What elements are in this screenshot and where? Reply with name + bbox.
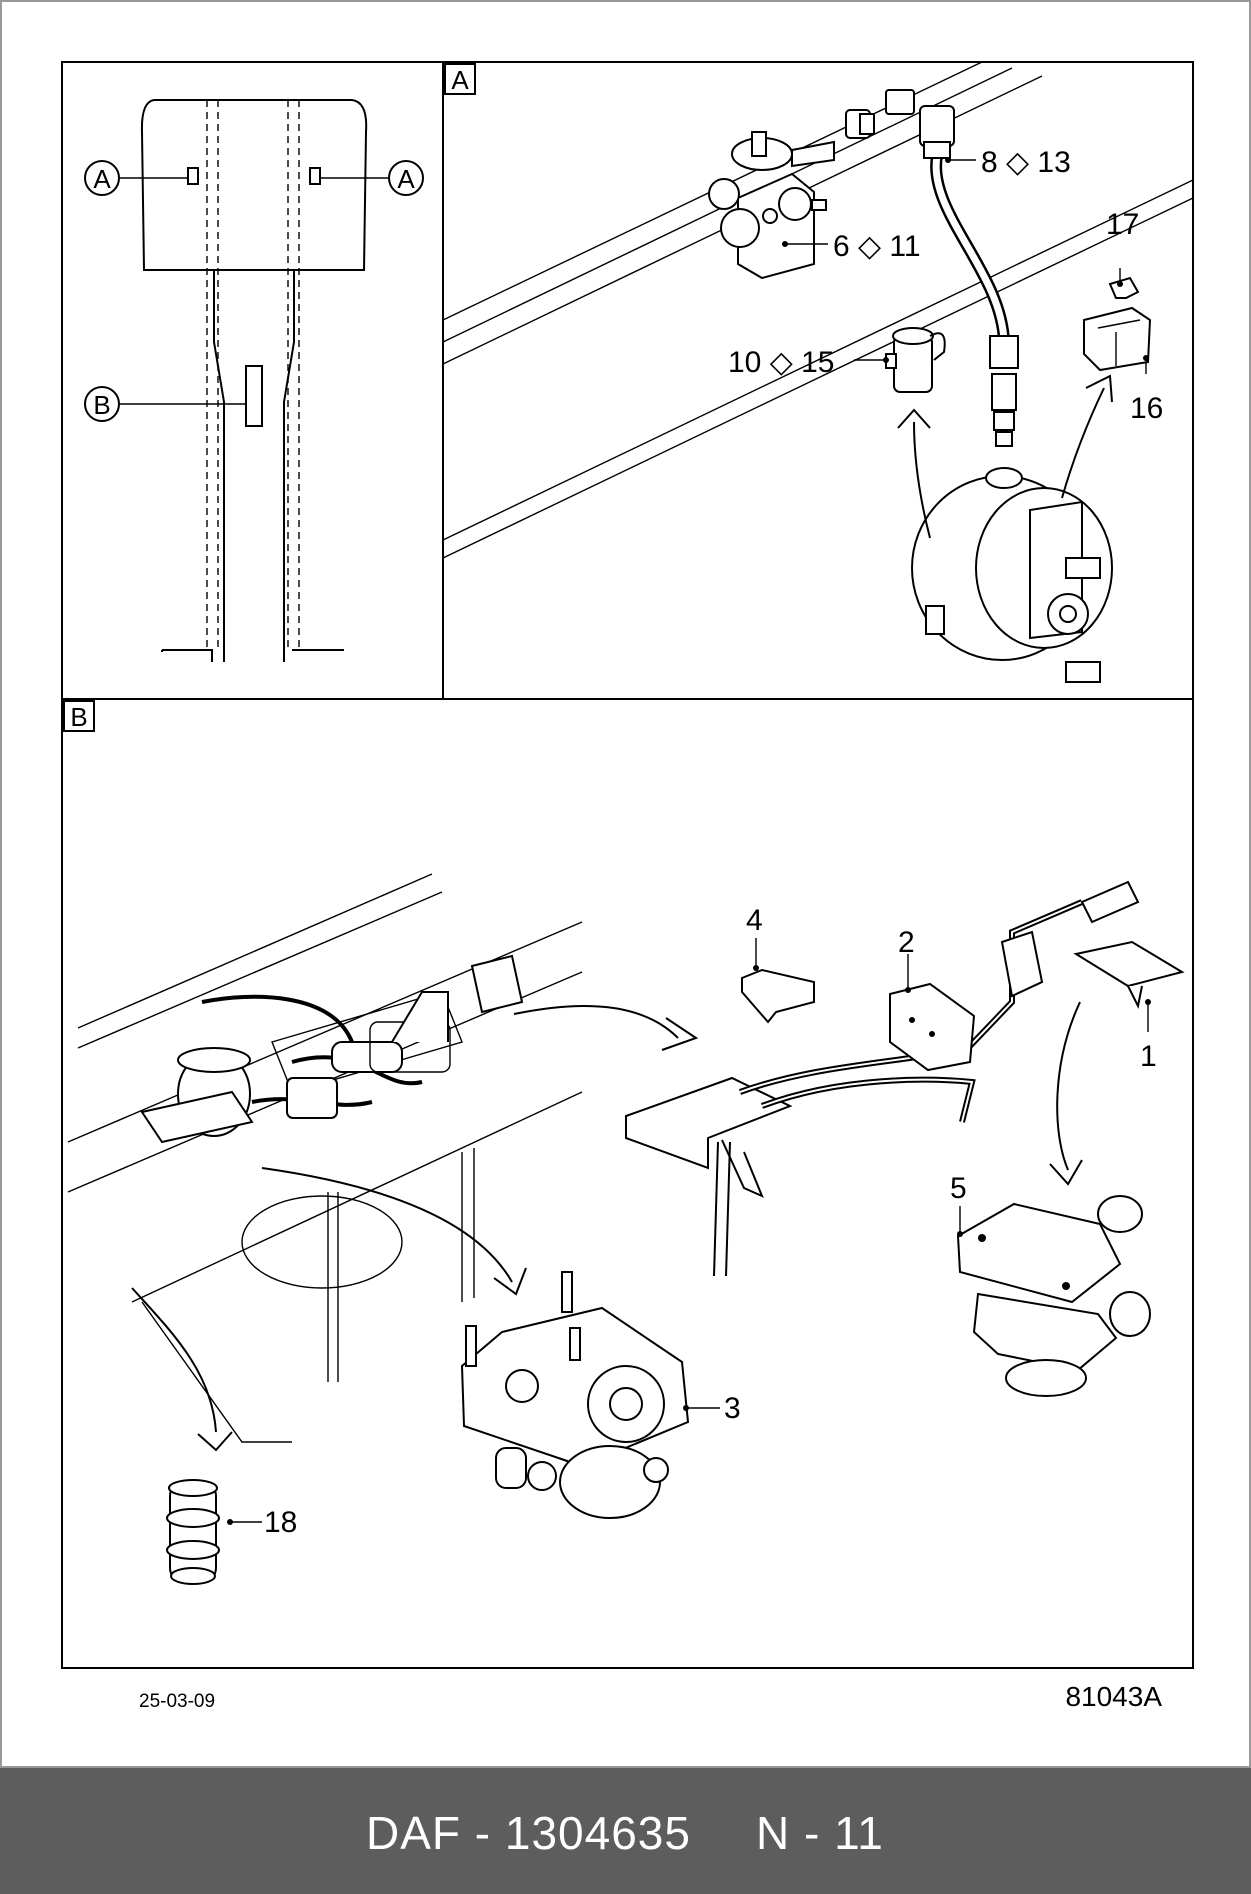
clip-16 xyxy=(1083,306,1152,372)
test-connector-10 xyxy=(885,327,946,393)
drawing-date: 25-03-09 xyxy=(139,1691,215,1712)
footer-bar: DAF - 1304635 N - 11 xyxy=(0,1768,1251,1894)
callout-8-13: 8 ◇ 13 xyxy=(981,146,1071,179)
frame-rail-left xyxy=(213,270,225,662)
connector-18 xyxy=(166,1479,220,1585)
svg-text:B: B xyxy=(93,390,110,420)
valve-5 xyxy=(956,1195,1151,1397)
location-marker-a-right xyxy=(309,167,321,185)
clip-17 xyxy=(1108,276,1140,299)
location-marker-b xyxy=(245,365,263,427)
clip-4 xyxy=(741,968,815,1024)
callout-a-right: A xyxy=(388,160,424,196)
frame-rail-right xyxy=(283,270,295,662)
callout-a-left: A xyxy=(84,160,120,196)
brake-hose-8 xyxy=(919,105,1019,447)
location-marker-a-left xyxy=(187,167,199,185)
svg-text:A: A xyxy=(397,164,415,194)
detail-a-chassis-beam xyxy=(442,61,1194,559)
svg-text:A: A xyxy=(451,65,469,95)
callout-16: 16 xyxy=(1130,392,1163,425)
drawing-frame xyxy=(61,61,1194,1669)
callout-3: 3 xyxy=(724,1392,741,1425)
view-label-a: A xyxy=(444,63,476,95)
view-label-b: B xyxy=(63,700,95,732)
chassis-overview: A A B xyxy=(84,99,424,662)
drawing-sheet: A B A A B xyxy=(0,0,1251,1768)
valve-3 xyxy=(460,1271,690,1519)
part-title: DAF - 1304635 xyxy=(366,1807,691,1859)
leader-lines xyxy=(227,157,1151,1525)
bracket-2 xyxy=(889,982,976,1072)
page-reference: N - 11 xyxy=(756,1807,884,1859)
callout-17: 17 xyxy=(1106,208,1139,241)
fitting-pair xyxy=(845,89,915,139)
callout-6-11: 6 ◇ 11 xyxy=(833,230,921,263)
bracket-assembly xyxy=(625,880,1140,1277)
svg-text:A: A xyxy=(93,164,111,194)
detail-b-arrows xyxy=(131,1001,1083,1452)
callout-b: B xyxy=(84,386,120,422)
relay-valve-6 xyxy=(708,131,835,280)
callout-10-15: 10 ◇ 15 xyxy=(728,346,834,379)
cab-outline xyxy=(140,99,368,271)
callout-2: 2 xyxy=(898,926,915,959)
callout-1: 1 xyxy=(1140,1040,1157,1073)
callout-18: 18 xyxy=(264,1506,297,1539)
brake-chamber xyxy=(911,467,1113,683)
callout-5: 5 xyxy=(950,1172,967,1205)
svg-text:B: B xyxy=(70,702,87,732)
detail-b-frame-assembly xyxy=(67,873,583,1443)
exploded-parts-diagram: A B A A B xyxy=(61,61,1194,1712)
bracket-1 xyxy=(1073,940,1185,1010)
drawing-number: 81043A xyxy=(1065,1681,1162,1712)
detail-a-arrows xyxy=(897,374,1113,539)
callout-4: 4 xyxy=(746,904,763,937)
